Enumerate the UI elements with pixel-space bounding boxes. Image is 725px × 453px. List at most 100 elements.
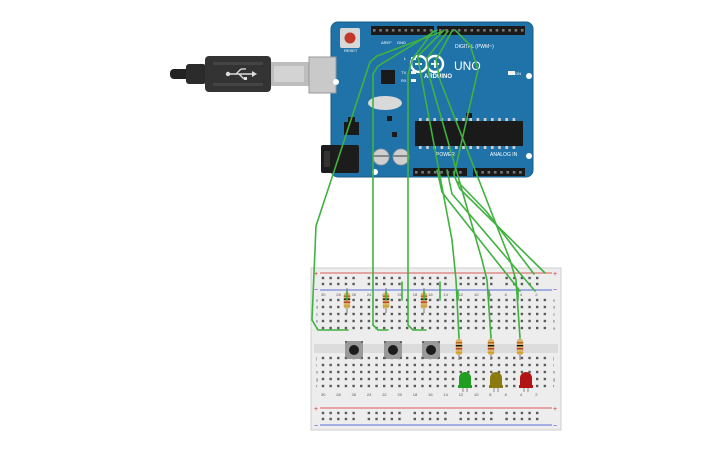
chip-pin — [505, 146, 508, 149]
header-pin — [404, 29, 408, 32]
breadboard-hole — [520, 411, 524, 415]
breadboard-hole — [436, 370, 439, 374]
breadboard-hole — [344, 370, 348, 374]
breadboard-hole — [513, 326, 516, 330]
breadboard-hole — [436, 276, 439, 280]
breadboard-hole — [329, 377, 332, 381]
breadboard-hole — [390, 305, 394, 309]
breadboard-hole — [360, 384, 363, 388]
breadboard-hole — [344, 282, 348, 286]
breadboard-hole — [536, 384, 539, 388]
breadboard-hole — [390, 363, 394, 367]
breadboard-hole — [490, 411, 493, 415]
breadboard-hole — [467, 411, 470, 415]
column-number: 4 — [520, 292, 523, 297]
breadboard-hole — [444, 356, 447, 360]
header-pin — [493, 171, 497, 174]
breadboard-hole — [497, 312, 501, 316]
header-pin — [459, 171, 462, 174]
breadboard-hole — [329, 312, 332, 316]
breadboard-hole — [405, 305, 409, 309]
breadboard-hole — [321, 305, 325, 309]
breadboard-hole — [421, 363, 424, 367]
breadboard-hole — [390, 276, 394, 280]
breadboard-hole — [421, 411, 424, 415]
gnd-label: GND — [397, 40, 406, 45]
breadboard-hole — [467, 370, 470, 374]
chip-pin — [426, 118, 429, 121]
wire — [417, 29, 460, 339]
breadboard-hole — [505, 363, 508, 367]
breadboard-hole — [421, 276, 424, 280]
breadboard-hole — [520, 312, 524, 316]
breadboard-hole — [383, 417, 386, 421]
breadboard-hole — [436, 326, 439, 330]
breadboard-hole — [474, 282, 478, 286]
chip-pin — [483, 118, 487, 121]
breadboard-hole — [528, 411, 531, 415]
breadboard-hole — [428, 411, 432, 415]
push-button[interactable] — [422, 341, 440, 359]
breadboard-hole — [405, 326, 409, 330]
reset-label: RESET — [344, 48, 358, 53]
breadboard-hole — [321, 298, 325, 302]
breadboard-hole — [474, 370, 478, 374]
breadboard-hole — [474, 305, 478, 309]
column-number: 26 — [352, 392, 357, 397]
breadboard-hole — [482, 305, 485, 309]
row-letter: i — [316, 363, 317, 368]
breadboard-hole — [352, 363, 355, 367]
breadboard-hole — [520, 417, 524, 421]
breadboard-hole — [337, 282, 340, 286]
breadboard-hole — [367, 276, 371, 280]
row-letter: e — [553, 298, 556, 303]
breadboard-hole — [337, 319, 340, 323]
column-number: 24 — [367, 392, 372, 397]
breadboard-hole — [367, 356, 371, 360]
breadboard-hole — [367, 312, 371, 316]
breadboard-hole — [321, 326, 325, 330]
breadboard-hole — [451, 319, 455, 323]
header-pin — [457, 29, 461, 32]
wire — [435, 30, 521, 339]
breadboard-hole — [528, 298, 531, 302]
breadboard-hole — [482, 276, 485, 280]
header-pin — [514, 29, 518, 32]
breadboard-hole — [344, 417, 348, 421]
breadboard-hole — [329, 363, 332, 367]
row-letter: d — [316, 305, 318, 310]
push-button[interactable] — [345, 341, 363, 359]
breadboard-hole — [344, 363, 348, 367]
breadboard-hole — [321, 282, 325, 286]
usb-chip — [381, 70, 395, 84]
breadboard-hole — [451, 326, 455, 330]
breadboard-hole — [428, 282, 432, 286]
breadboard-hole — [428, 312, 432, 316]
column-number: 30 — [321, 392, 326, 397]
row-letter: b — [316, 319, 319, 324]
breadboard-hole — [352, 276, 355, 280]
breadboard-hole — [459, 363, 462, 367]
breadboard-hole — [398, 363, 401, 367]
breadboard-hole — [528, 276, 531, 280]
breadboard-hole — [451, 356, 455, 360]
breadboard-hole — [375, 276, 378, 280]
header-pin — [423, 29, 426, 32]
breadboard-hole — [444, 312, 447, 316]
breadboard-hole — [352, 411, 355, 415]
breadboard-hole — [536, 356, 539, 360]
chip-pin — [462, 118, 465, 121]
breadboard-hole — [490, 298, 493, 302]
breadboard-hole — [467, 363, 470, 367]
breadboard-hole — [444, 370, 447, 374]
rail-plus-top-right: + — [553, 271, 557, 278]
breadboard-hole — [467, 305, 470, 309]
breadboard-hole — [405, 363, 409, 367]
breadboard-hole — [367, 370, 371, 374]
breadboard-hole — [321, 417, 325, 421]
breadboard-hole — [321, 312, 325, 316]
breadboard-hole — [329, 411, 332, 415]
breadboard-hole — [337, 356, 340, 360]
breadboard-hole — [375, 298, 378, 302]
push-button[interactable] — [384, 341, 402, 359]
